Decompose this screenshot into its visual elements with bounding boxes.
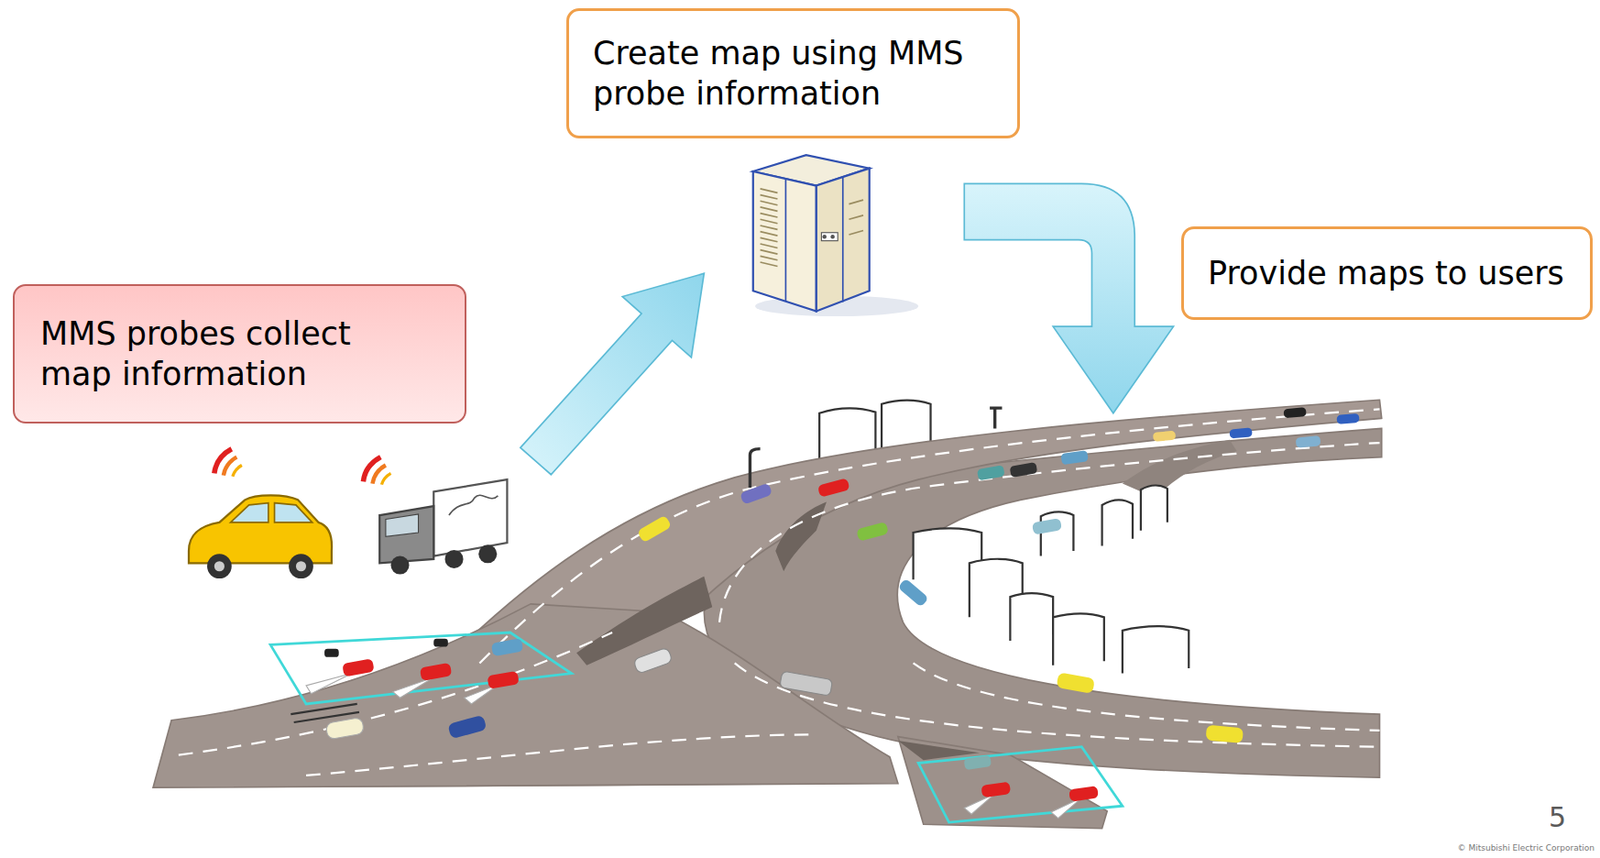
street-light: [749, 449, 760, 488]
server-led: [821, 234, 826, 239]
page-number: 5: [1548, 800, 1567, 833]
road-car: [633, 646, 673, 674]
road-car: [1031, 517, 1063, 536]
road-gore: [576, 576, 713, 666]
output-box: Provide maps to users: [1181, 226, 1593, 320]
box-text: MMS probes collect map information: [40, 313, 407, 395]
lane-marking: [178, 632, 613, 756]
truck-wheel: [390, 556, 409, 575]
probe-car: [341, 657, 374, 677]
truck-window: [385, 514, 419, 537]
sensor-beam: [964, 793, 1082, 819]
sensor-frame: [918, 746, 1123, 822]
server-slot: [821, 232, 838, 242]
road-gore: [775, 502, 827, 572]
process-box: Create map using MMS probe information: [566, 8, 1020, 139]
signal-wave: [232, 465, 242, 477]
road: [153, 603, 899, 788]
box-text: Provide maps to users: [1207, 252, 1565, 294]
truck-cab: [379, 505, 434, 563]
house: [1122, 625, 1189, 673]
server-side: [753, 171, 817, 311]
road-car: [1009, 461, 1039, 478]
server-led: [830, 234, 834, 239]
road-car: [324, 648, 340, 658]
server-vents: [760, 188, 779, 267]
lane-marking: [913, 662, 1381, 730]
road-car: [1282, 406, 1306, 418]
road-network: [153, 399, 1382, 828]
car-window: [274, 503, 313, 523]
lane-marking: [479, 408, 1380, 663]
lane-marking: [306, 734, 817, 776]
ramp-pillar: [1140, 484, 1168, 530]
road-car: [491, 637, 524, 657]
truck-icon: [362, 457, 507, 575]
road-car: [739, 482, 773, 505]
signal-wave: [381, 472, 391, 484]
road-car: [964, 755, 992, 770]
road-car: [1295, 435, 1322, 448]
truck-trailer: [433, 479, 507, 556]
road-car: [1056, 671, 1096, 693]
truck-wheel: [478, 544, 497, 563]
probe-car: [1068, 785, 1099, 802]
road-car: [1336, 413, 1359, 425]
input-box: MMS probes collect map information: [12, 284, 467, 424]
house: [1052, 613, 1105, 666]
car-body: [188, 494, 332, 563]
road-car: [1228, 427, 1252, 439]
truck-wheel: [444, 549, 463, 569]
road-car: [1152, 430, 1176, 442]
road-car: [1205, 724, 1244, 744]
flow-arrow: [964, 183, 1173, 413]
probe-car: [486, 670, 519, 690]
car-icon: [188, 449, 332, 579]
car-window: [230, 503, 269, 523]
car-wheel: [288, 553, 314, 579]
lane-marking: [734, 662, 1381, 746]
truck-graphic: [449, 494, 498, 516]
server-divider: [785, 177, 843, 303]
road-car: [898, 578, 930, 608]
ramp-pillar: [1041, 511, 1074, 556]
flow-arrow: [520, 273, 704, 474]
probe-car: [419, 662, 452, 681]
house: [1009, 592, 1053, 641]
sensor-frame: [270, 632, 571, 704]
road-car: [976, 464, 1006, 481]
ramp-pillar: [1102, 499, 1133, 546]
car-hubcap: [295, 560, 307, 571]
box-text: Create map using MMS probe information: [592, 32, 992, 114]
road-truck: [779, 670, 833, 696]
road-car: [855, 521, 889, 542]
car-hubcap: [214, 560, 225, 571]
road-car: [636, 515, 672, 543]
road-car: [817, 477, 851, 498]
road-car: [433, 638, 449, 647]
probe-car: [980, 781, 1011, 799]
sensor-area: [270, 632, 1123, 822]
ramp: [1122, 439, 1238, 498]
server-panel-lines: [848, 199, 864, 235]
road-car: [1060, 449, 1088, 465]
street-light: [989, 407, 1002, 428]
road-car: [325, 716, 365, 739]
car-wheel: [207, 553, 232, 579]
sensor-beam: [306, 673, 501, 704]
road-car: [447, 714, 487, 739]
copyright-note: © Mitsubishi Electric Corporation: [1457, 843, 1595, 853]
server-icon: [753, 154, 919, 317]
